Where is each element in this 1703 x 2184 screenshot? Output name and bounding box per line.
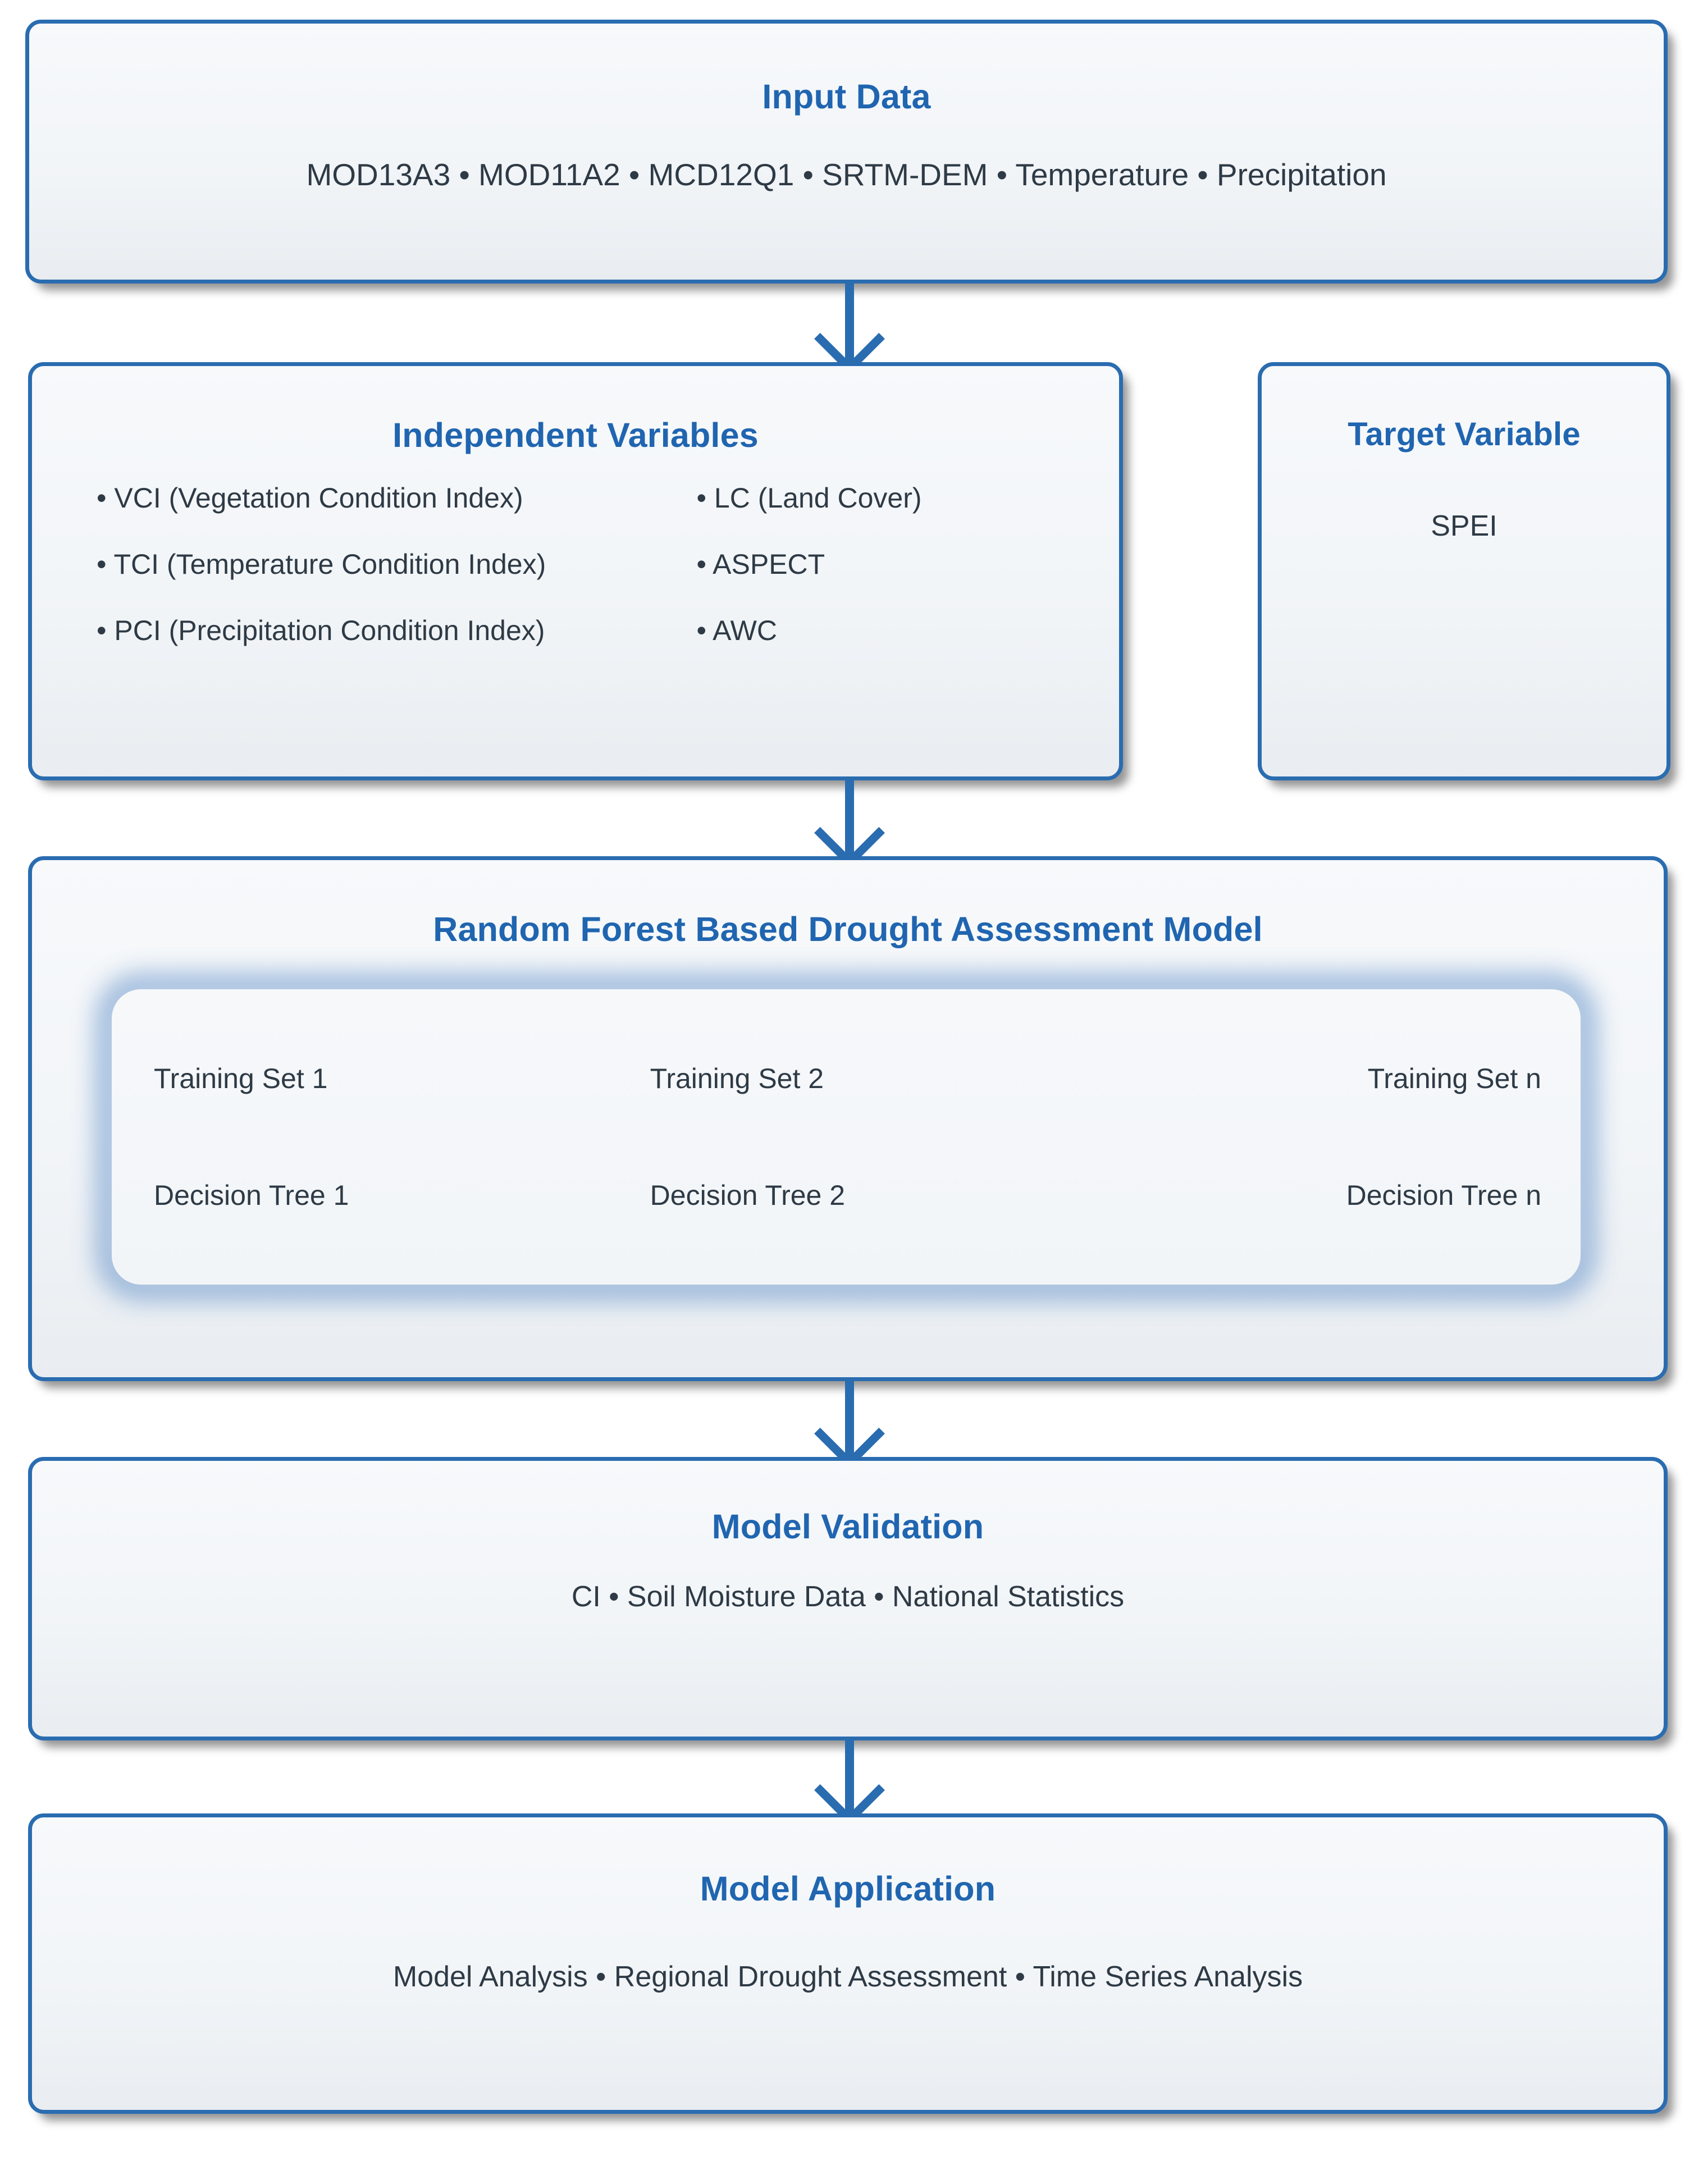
arrow-shaft <box>845 1740 854 1813</box>
decision-tree-item: Decision Tree 2 <box>650 1180 846 1211</box>
model-validation-title: Model Validation <box>711 1507 984 1546</box>
independent-variables-grid: • VCI (Vegetation Condition Index) • LC … <box>32 482 1119 647</box>
decision-tree-item: Decision Tree 1 <box>154 1180 349 1211</box>
random-forest-inner-content: Training Set 1 Training Set 2 Training S… <box>112 989 1581 1285</box>
target-variable-title: Target Variable <box>1348 416 1581 453</box>
model-validation-items: CI • Soil Moisture Data • National Stati… <box>571 1580 1125 1613</box>
arrow-validation-to-application <box>814 1740 885 1826</box>
variable-item: • LC (Land Cover) <box>696 482 922 514</box>
arrow-input-to-independent <box>814 284 885 374</box>
arrow-shaft <box>845 780 854 856</box>
arrow-shaft <box>845 284 854 362</box>
arrow-model-to-validation <box>814 1381 885 1469</box>
target-variable-box: Target Variable SPEI <box>1258 362 1670 780</box>
independent-variables-box: Independent Variables • VCI (Vegetation … <box>28 362 1123 780</box>
independent-variables-title: Independent Variables <box>392 416 759 454</box>
input-data-box: Input Data MOD13A3 • MOD11A2 • MCD12Q1 •… <box>25 20 1668 284</box>
model-application-items: Model Analysis • Regional Drought Assess… <box>392 1961 1303 1993</box>
variable-item: • PCI (Precipitation Condition Index) <box>97 615 545 646</box>
decision-tree-row: Decision Tree 1 Decision Tree 2 Decision… <box>112 1179 1581 1212</box>
training-set-item: Training Set 1 <box>154 1063 328 1094</box>
training-set-item: Training Set n <box>1367 1063 1541 1094</box>
model-application-box: Model Application Model Analysis • Regio… <box>28 1813 1668 2114</box>
random-forest-inner-panel: Training Set 1 Training Set 2 Training S… <box>99 977 1593 1297</box>
random-forest-model-box: Random Forest Based Drought Assessment M… <box>28 856 1668 1381</box>
arrow-shaft <box>845 1381 854 1457</box>
training-set-row: Training Set 1 Training Set 2 Training S… <box>112 1062 1581 1095</box>
random-forest-title: Random Forest Based Drought Assessment M… <box>433 910 1263 948</box>
training-set-item: Training Set 2 <box>650 1063 824 1094</box>
arrow-independent-to-model <box>814 780 885 869</box>
target-variable-value: SPEI <box>1431 510 1497 542</box>
model-application-title: Model Application <box>700 1870 996 1908</box>
variable-item: • AWC <box>696 615 777 646</box>
input-data-title: Input Data <box>762 77 931 116</box>
decision-tree-item: Decision Tree n <box>1346 1180 1541 1211</box>
variable-item: • ASPECT <box>696 549 825 580</box>
model-validation-box: Model Validation CI • Soil Moisture Data… <box>28 1457 1668 1740</box>
variable-item: • VCI (Vegetation Condition Index) <box>97 482 523 514</box>
variable-item: • TCI (Temperature Condition Index) <box>97 549 546 580</box>
input-data-items: MOD13A3 • MOD11A2 • MCD12Q1 • SRTM-DEM •… <box>306 157 1387 192</box>
